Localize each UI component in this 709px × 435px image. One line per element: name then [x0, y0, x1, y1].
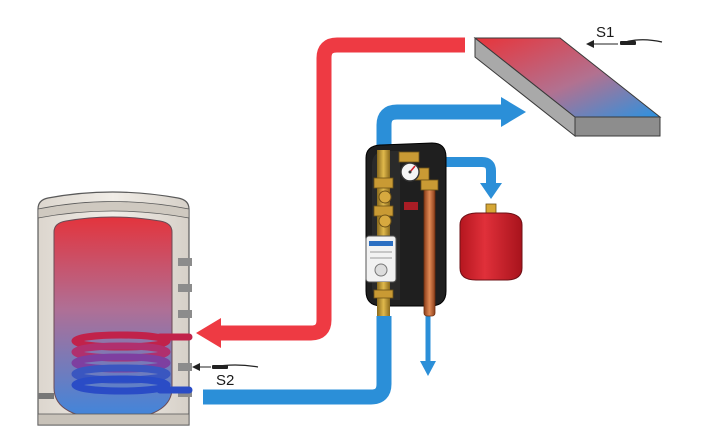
drain-arrow — [420, 361, 436, 376]
expansion-branch-arrow — [480, 183, 502, 199]
pressure-gauge — [400, 162, 420, 182]
solar-collector — [473, 36, 662, 138]
collector-sensor-arrow — [586, 40, 594, 48]
cold-return-pipe — [203, 97, 526, 405]
tank-sensor-label: S2 — [216, 372, 234, 389]
expansion-vessel — [459, 203, 523, 281]
hot-flow-arrow — [196, 318, 221, 348]
tank-sensor-arrow — [192, 363, 200, 371]
collector-sensor-label: S1 — [596, 24, 614, 41]
heat-exchanger-coil — [71, 331, 193, 395]
hot-flow-pipe — [196, 37, 465, 348]
collector-sensor: S1 — [586, 24, 663, 48]
pump-station — [365, 142, 447, 317]
circulation-pump — [365, 235, 397, 283]
tank-sensor: S2 — [192, 363, 259, 389]
collector-return-arrow — [501, 97, 526, 127]
